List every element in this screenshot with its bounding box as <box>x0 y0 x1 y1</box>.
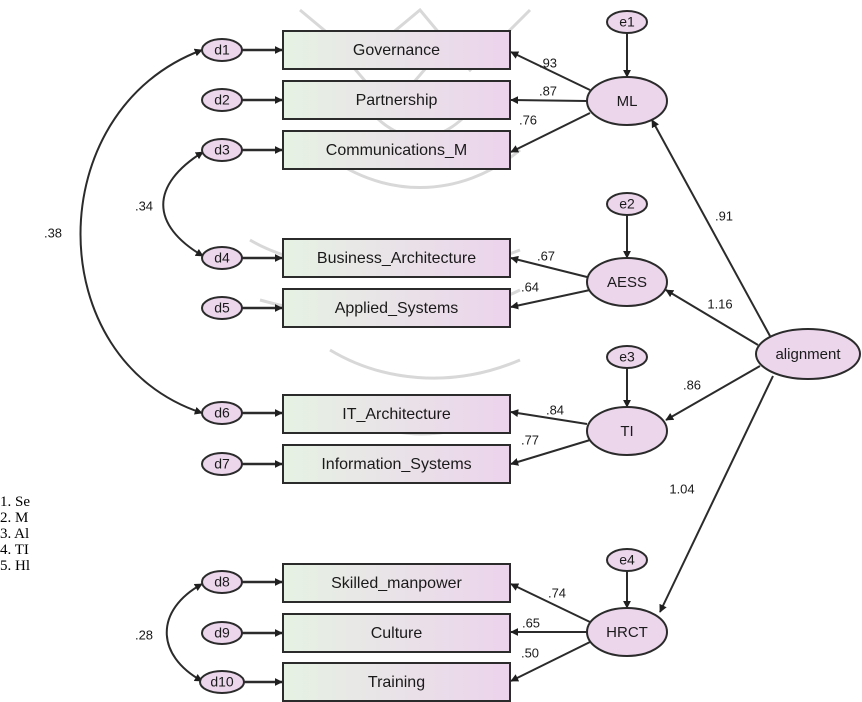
loading-value-itarch: .84 <box>546 402 564 417</box>
error-node-d7-label: d7 <box>214 456 230 472</box>
observed-label-itarch: IT_Architecture <box>342 406 451 423</box>
observed-label-communications: Communications_M <box>326 142 467 159</box>
error-node-d2 <box>201 88 243 112</box>
observed-box-culture <box>282 613 511 653</box>
loading-arrow-ml-governance <box>510 51 591 91</box>
observed-label-governance: Governance <box>353 42 440 59</box>
disturbance-node-e1 <box>606 10 648 34</box>
error-node-d8 <box>201 570 243 594</box>
observed-label-partnership: Partnership <box>356 92 438 109</box>
disturbance-node-e1-label: e1 <box>619 14 635 30</box>
loading-arrow-hrct-training <box>510 641 591 682</box>
covariance-value-d1-d6: .38 <box>44 225 62 240</box>
loading-value-training: .50 <box>521 645 539 660</box>
covariance-arrow-d3-d4 <box>162 151 204 257</box>
loading-value-culture: .65 <box>522 615 540 630</box>
error-node-d7 <box>201 452 243 476</box>
error-node-d9-label: d9 <box>214 625 230 641</box>
error-node-d4 <box>201 246 243 270</box>
loading-value-governance: .93 <box>539 55 557 70</box>
loading-arrow-ti-infosys <box>510 439 591 466</box>
loading-value-partnership: .87 <box>539 83 557 98</box>
structural-value-hrct: 1.04 <box>669 481 694 496</box>
side-notes: 1. Se 2. M 3. Al 4. TI 5. Hl <box>0 494 68 574</box>
side-note: 3. Al <box>0 526 30 542</box>
error-node-d8-label: d8 <box>214 574 230 590</box>
error-node-d3-label: d3 <box>214 142 230 158</box>
covariance-arrow-d1-d6 <box>79 48 203 415</box>
observed-label-skilled: Skilled_manpower <box>331 575 462 592</box>
error-node-d6-label: d6 <box>214 405 230 421</box>
error-node-d5 <box>201 296 243 320</box>
observed-box-skilled <box>282 563 511 603</box>
disturbance-node-e2 <box>606 192 648 216</box>
structural-arrow-alignment-aess <box>665 289 759 346</box>
loading-arrow-ti-itarch <box>510 409 588 425</box>
structural-value-ti: .86 <box>683 377 701 392</box>
error-node-d9 <box>201 621 243 645</box>
disturbance-node-e3-label: e3 <box>619 349 635 365</box>
error-node-d1-label: d1 <box>214 42 230 58</box>
observed-box-partnership <box>282 80 511 120</box>
observed-box-training <box>282 662 511 702</box>
latent-node-ti <box>586 406 668 456</box>
latent-node-hrct <box>586 607 668 657</box>
observed-label-applied: Applied_Systems <box>335 300 459 317</box>
observed-box-governance <box>282 30 511 70</box>
error-node-d5-label: d5 <box>214 300 230 316</box>
disturbance-node-e4 <box>606 548 648 572</box>
latent-label-hrct: HRCT <box>606 624 648 641</box>
covariance-arrow-d8-d10 <box>165 583 203 682</box>
observed-label-infosys: Information_Systems <box>321 456 471 473</box>
observed-label-culture: Culture <box>371 625 423 642</box>
error-node-d1 <box>201 38 243 62</box>
loading-value-infosys: .77 <box>521 432 539 447</box>
observed-box-itarch <box>282 394 511 434</box>
disturbance-node-e4-label: e4 <box>619 552 635 568</box>
loading-value-communications: .76 <box>519 112 537 127</box>
error-node-d10 <box>199 670 245 694</box>
error-node-d4-label: d4 <box>214 250 230 266</box>
side-note: 2. M <box>0 510 29 526</box>
loading-arrow-ml-partnership <box>510 96 588 105</box>
error-node-d3 <box>201 138 243 162</box>
error-node-d10-label: d10 <box>210 674 234 690</box>
covariance-value-d8-d10: .28 <box>135 627 153 642</box>
loading-value-business: .67 <box>537 248 555 263</box>
latent-label-aess: AESS <box>607 274 647 291</box>
latent-node-alignment <box>755 328 861 380</box>
disturbance-node-e2-label: e2 <box>619 196 635 212</box>
side-note: 5. Hl <box>0 558 30 574</box>
observed-box-business <box>282 238 511 278</box>
disturbance-node-e3 <box>606 345 648 369</box>
latent-label-ti: TI <box>620 423 633 440</box>
structural-value-aess: 1.16 <box>707 296 732 311</box>
loading-value-applied: .64 <box>521 279 539 294</box>
observed-box-infosys <box>282 444 511 484</box>
structural-value-ml: .91 <box>715 208 733 223</box>
error-node-d2-label: d2 <box>214 92 230 108</box>
side-note: 1. Se <box>0 494 30 510</box>
observed-box-communications <box>282 130 511 170</box>
covariance-value-d3-d4: .34 <box>135 198 153 213</box>
loading-arrow-hrct-skilled <box>510 583 591 623</box>
structural-arrow-alignment-ml <box>651 119 771 337</box>
observed-box-applied <box>282 288 511 328</box>
observed-label-training: Training <box>368 674 425 691</box>
loading-arrow-aess-applied <box>510 289 591 310</box>
loading-value-skilled: .74 <box>548 585 566 600</box>
watermark-emblem <box>249 7 532 436</box>
side-note: 4. TI <box>0 542 29 558</box>
structural-arrow-alignment-hrct <box>659 375 774 613</box>
structural-arrow-alignment-ti <box>665 365 761 421</box>
latent-node-ml <box>586 76 668 126</box>
loading-arrow-ml-communications <box>510 112 591 153</box>
latent-label-ml: ML <box>617 93 638 110</box>
loading-arrow-aess-business <box>510 255 588 278</box>
latent-node-aess <box>586 257 668 307</box>
latent-label-alignment: alignment <box>775 346 841 363</box>
error-node-d6 <box>201 401 243 425</box>
observed-label-business: Business_Architecture <box>317 250 476 267</box>
